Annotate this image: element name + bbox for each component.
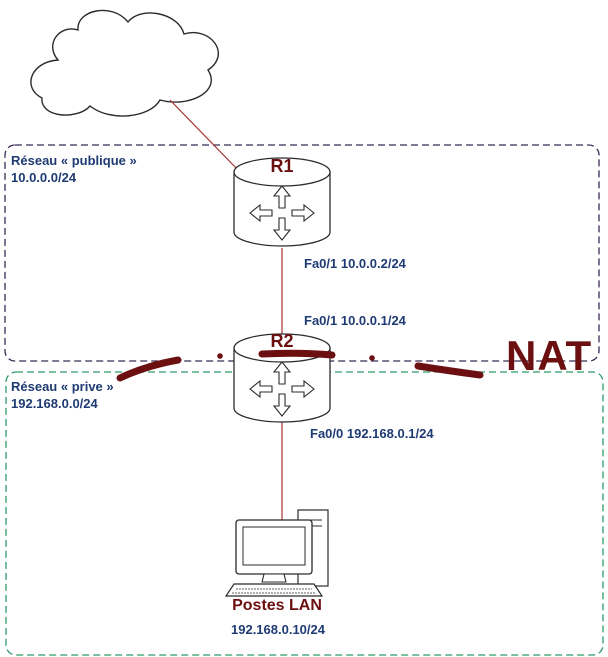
r2-wan-interface-label: Fa0/1 10.0.0.1/24 xyxy=(304,313,406,328)
nat-label: NAT xyxy=(506,332,593,379)
private-zone-network: 192.168.0.0/24 xyxy=(11,396,98,411)
cloud-icon xyxy=(30,9,220,117)
host-ip: 192.168.0.10/24 xyxy=(231,622,325,637)
r1-interface-label: Fa0/1 10.0.0.2/24 xyxy=(304,256,406,271)
public-network-zone xyxy=(4,144,600,362)
public-zone-name: Réseau « publique » xyxy=(11,153,137,168)
workstation-icon xyxy=(224,509,329,597)
private-zone-name: Réseau « prive » xyxy=(11,379,114,394)
host-name: Postes LAN xyxy=(232,597,322,614)
r1-name: R1 xyxy=(270,156,294,176)
link-cloud-r1 xyxy=(169,99,239,171)
router-icon xyxy=(233,333,331,423)
r2-lan-interface-label: Fa0/0 192.168.0.1/24 xyxy=(310,426,434,441)
public-zone-label: Réseau « publique » 10.0.0.0/24 xyxy=(11,152,137,186)
router-icon xyxy=(233,157,331,247)
private-zone-label: Réseau « prive » 192.168.0.0/24 xyxy=(11,378,114,412)
nat-boundary xyxy=(116,349,484,382)
public-zone-network: 10.0.0.0/24 xyxy=(11,170,77,185)
r2-name: R2 xyxy=(270,331,294,351)
